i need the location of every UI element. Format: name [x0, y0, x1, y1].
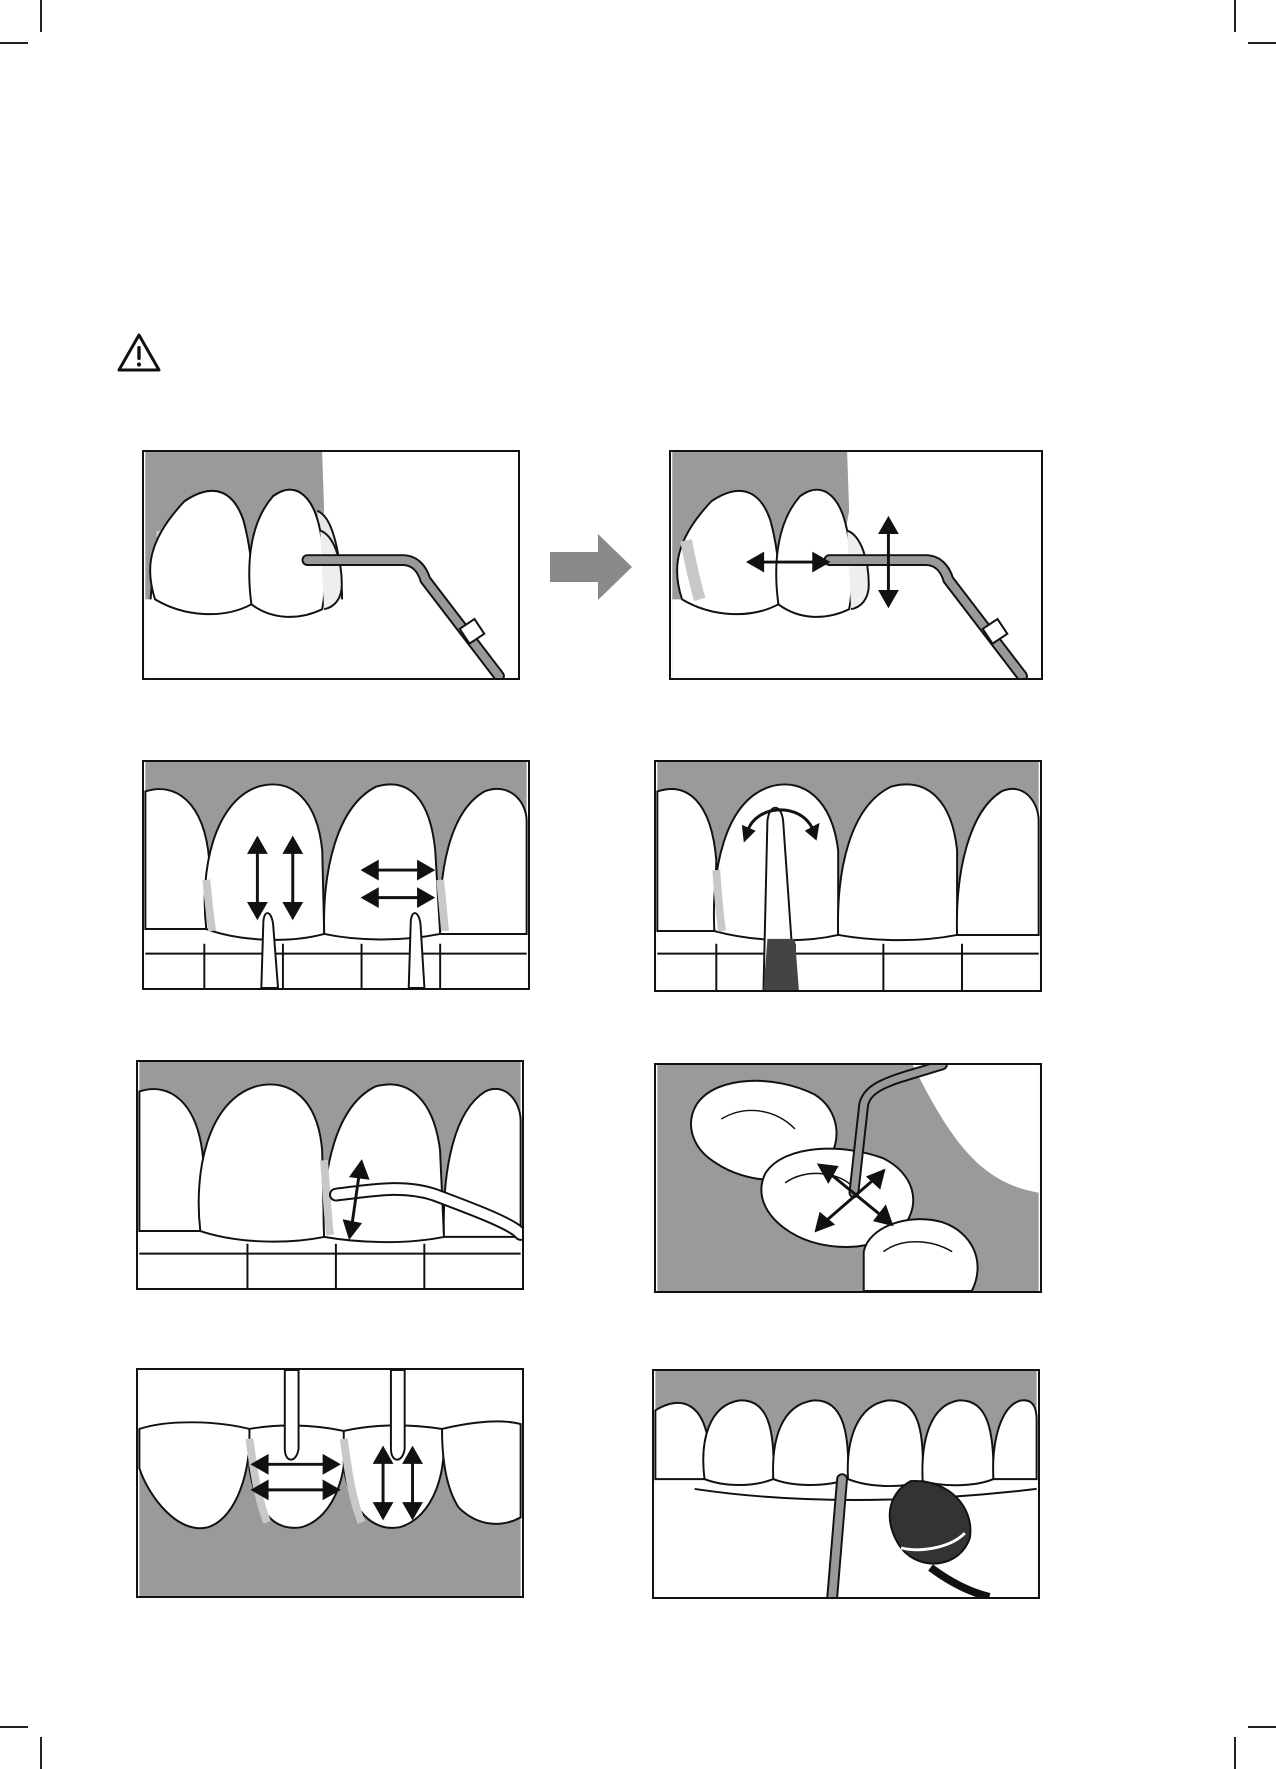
- illustration-7: [136, 1368, 524, 1598]
- illustration-4: [654, 760, 1042, 992]
- crop-mark: [1248, 1726, 1276, 1728]
- occlusal-strokes-icon: [656, 1065, 1040, 1291]
- illustration-5: [136, 1060, 524, 1290]
- interproximal-stroke-icon: [138, 1062, 522, 1288]
- crop-mark: [1234, 0, 1236, 32]
- crop-mark: [1234, 1737, 1236, 1769]
- tip-arc-motion-icon: [656, 762, 1040, 990]
- vertical-horizontal-strokes-icon: [144, 762, 528, 988]
- crop-mark: [1248, 42, 1276, 44]
- crop-mark: [0, 42, 28, 44]
- illustration-1: [142, 450, 520, 680]
- right-arrow-icon: [550, 534, 632, 600]
- warning-triangle-icon: [116, 332, 162, 374]
- crop-mark: [40, 1737, 42, 1769]
- lingual-strokes-icon: [138, 1370, 522, 1596]
- scaler-tip-movement-icon: [671, 452, 1041, 678]
- lingual-mirror-scaling-icon: [654, 1371, 1038, 1597]
- illustration-2: [669, 450, 1043, 680]
- illustration-3: [142, 760, 530, 990]
- illustration-6: [654, 1063, 1042, 1293]
- illustration-8: [652, 1369, 1040, 1599]
- crop-mark: [40, 0, 42, 32]
- scaler-tip-on-tooth-icon: [144, 452, 518, 678]
- crop-mark: [0, 1726, 28, 1728]
